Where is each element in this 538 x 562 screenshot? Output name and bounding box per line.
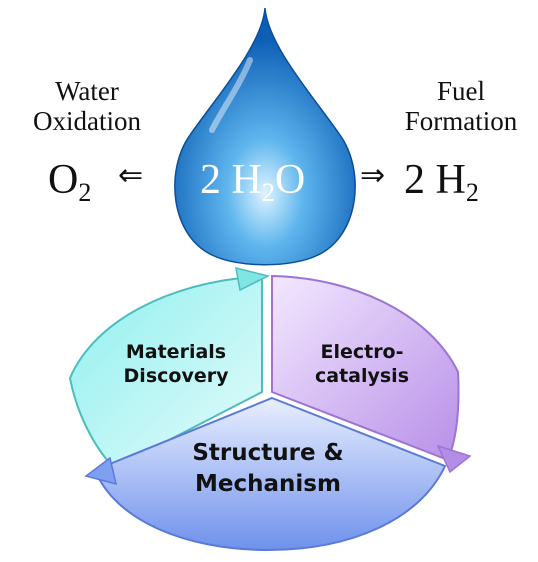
drop-highlight [209,57,253,133]
electrocatalysis-line1: Electro- [320,341,404,363]
oxygen-product: O2 [48,158,91,215]
materials-discovery-line1: Materials [125,341,227,363]
segment-electrocatalysis [271,274,460,462]
fuel-formation-line1: Fuel [436,76,485,106]
electrocatalysis-label: Electro- catalysis [292,340,432,388]
structure-mechanism-line1: Structure & [192,440,344,466]
left-double-arrow-icon: ⇐ [118,158,144,193]
electrocatalysis-line2: catalysis [314,365,410,387]
right-double-arrow-icon: ⇒ [360,158,386,193]
materials-discovery-line2: Discovery [123,365,229,387]
water-coef: 2 H [200,157,262,203]
oxygen-symbol: O [48,157,79,203]
segment-arrowhead-cyan [235,266,271,292]
water-oxidation-line1: Water [55,76,119,106]
water-oxidation-line2: Oxidation [33,106,141,136]
fuel-formation-line2: Formation [404,106,518,136]
water-oxygen: O [274,157,306,203]
water-drop [174,7,356,266]
segment-arrowhead-purple [436,444,472,474]
segment-materials-discovery [68,274,263,470]
hydrogen-coef: 2 H [404,157,466,203]
hydrogen-product: 2 H2 [404,158,479,215]
segment-arrowhead-blue [84,456,118,486]
water-subscript: 2 [261,178,275,207]
structure-mechanism-label: Structure & Mechanism [158,438,378,500]
oxygen-subscript: 2 [78,178,92,207]
fuel-formation-label: Fuel Formation [386,76,536,136]
water-oxidation-label: Water Oxidation [22,76,152,136]
segment-structure-mechanism [93,396,447,552]
water-formula: 2 H2O [200,158,305,215]
structure-mechanism-line2: Mechanism [195,471,341,497]
hydrogen-subscript: 2 [465,178,479,207]
materials-discovery-label: Materials Discovery [96,340,256,388]
